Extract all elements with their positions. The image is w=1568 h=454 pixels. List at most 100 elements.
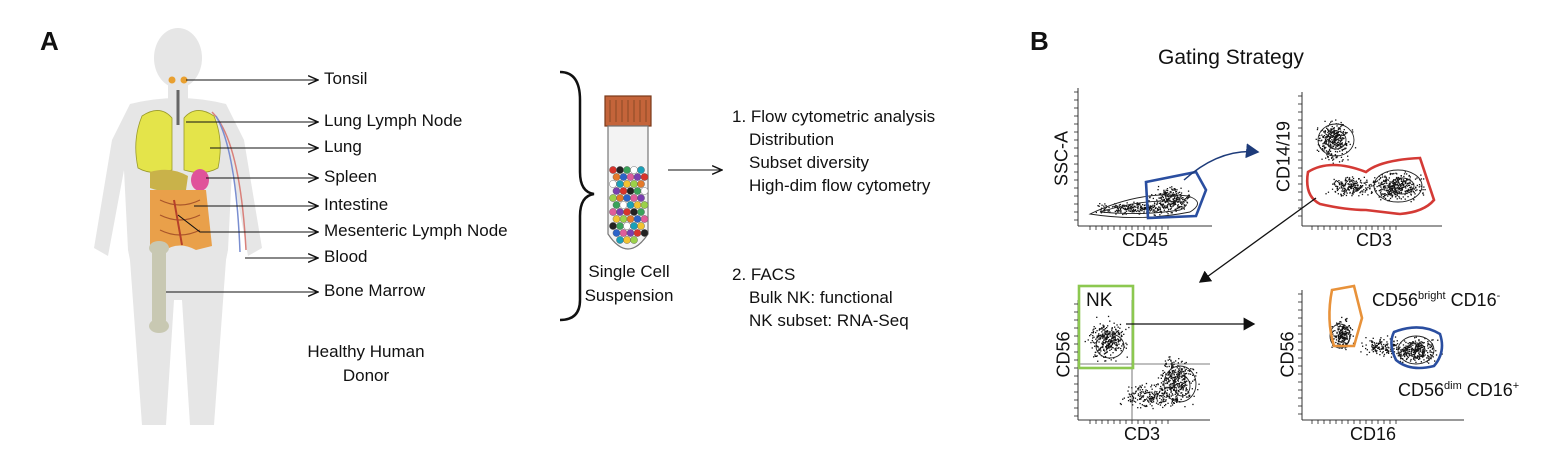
cytometry-event-dot [1149,393,1151,395]
cytometry-event-dot [1402,349,1404,352]
cytometry-event-dot [1145,389,1147,391]
cytometry-event-dot [1156,202,1159,204]
cytometry-event-dot [1137,206,1139,208]
cytometry-event-dot [1165,387,1167,389]
cytometry-event-dot [1102,337,1104,339]
cytometry-event-dot [1180,385,1183,387]
cytometry-event-dot [1351,329,1354,331]
cytometry-event-dot [1404,198,1406,200]
cytometry-event-dot [1137,389,1139,391]
cytometry-event-dot [1336,332,1338,334]
cytometry-event-dot [1153,394,1156,396]
cytometry-event-dot [1175,210,1177,212]
cytometry-event-dot [1168,379,1170,381]
cytometry-event-dot [1122,344,1124,346]
cytometry-event-dot [1339,136,1342,138]
cytometry-event-dot [1102,329,1104,331]
cytometry-event-dot [1400,189,1402,191]
cytometry-event-dot [1177,198,1179,201]
cytometry-event-dot [1340,194,1342,196]
cytometry-event-dot [1174,200,1176,202]
cytometry-event-dot [1321,129,1324,131]
cytometry-event-dot [1343,327,1345,329]
cytometry-event-dot [1378,185,1380,187]
cytometry-event-dot [1143,404,1145,407]
cytometry-event-dot [1331,331,1333,333]
cytometry-event-dot [1416,346,1419,348]
cytometry-event-dot [1152,401,1155,403]
cytometry-event-dot [1186,196,1188,199]
cytometry-event-dot [1420,355,1422,358]
cytometry-event-dot [1119,209,1122,211]
cytometry-event-dot [1179,196,1181,198]
cytometry-event-dot [1110,354,1112,356]
cytometry-event-dot [1173,197,1176,200]
cytometry-event-dot [1379,339,1381,341]
cytometry-event-dot [1393,188,1396,190]
cytometry-event-dot [1316,149,1318,151]
cytometry-event-dot [1172,376,1174,378]
cell-bead [640,215,649,223]
cytometry-event-dot [1163,392,1165,394]
cytometry-event-dot [1390,186,1392,188]
cytometry-event-dot [1341,333,1343,335]
cytometry-event-dot [1128,208,1130,210]
cytometry-event-dot [1090,342,1092,344]
cytometry-event-dot [1345,320,1348,322]
cytometry-event-dot [1107,210,1109,212]
cytometry-event-dot [1183,372,1185,374]
cytometry-event-dot [1369,186,1371,188]
cytometry-event-dot [1175,190,1178,193]
cytometry-event-dot [1177,380,1179,382]
cytometry-event-dot [1185,380,1187,382]
cytometry-event-dot [1140,396,1143,399]
cytometry-event-dot [1103,348,1105,350]
plot-4-x-label: CD16 [1350,424,1397,444]
cytometry-event-dot [1422,342,1424,344]
cytometry-event-dot [1163,206,1166,208]
cytometry-event-dot [1387,193,1389,196]
cytometry-event-dot [1331,136,1333,138]
cytometry-event-dot [1172,195,1175,197]
cytometry-event-dot [1427,342,1429,344]
cytometry-event-dot [1188,394,1190,397]
cytometry-event-dot [1399,184,1401,186]
cytometry-event-dot [1398,195,1400,198]
cytometry-event-dot [1386,182,1388,185]
cytometry-event-dot [1329,137,1331,139]
cytometry-event-dot [1420,361,1422,363]
cytometry-event-dot [1326,154,1328,156]
cytometry-event-dot [1177,379,1179,381]
cytometry-event-dot [1340,140,1342,142]
cytometry-event-dot [1346,329,1348,331]
cytometry-event-dot [1144,386,1146,388]
cytometry-event-dot [1096,316,1098,318]
cytometry-event-dot [1371,343,1373,346]
cytometry-event-dot [1148,398,1151,400]
cytometry-event-dot [1403,340,1406,342]
cytometry-event-dot [1383,180,1385,182]
organ-label-bone-marrow: Bone Marrow [324,281,426,300]
cytometry-event-dot [1362,191,1364,193]
cytometry-event-dot [1169,204,1172,206]
cytometry-event-dot [1385,343,1387,346]
cytometry-event-dot [1374,350,1376,352]
cytometry-event-dot [1122,343,1124,345]
cytometry-event-dot [1333,138,1335,140]
cytometry-event-dot [1414,351,1416,354]
cytometry-event-dot [1387,351,1389,353]
cytometry-event-dot [1328,130,1330,133]
cytometry-event-dot [1406,347,1408,349]
cytometry-event-dot [1129,401,1132,403]
cytometry-event-dot [1359,192,1361,194]
cytometry-event-dot [1391,191,1393,193]
cytometry-event-dot [1347,141,1350,143]
cytometry-event-dot [1330,121,1332,123]
cytometry-event-dot [1185,396,1188,398]
cytometry-event-dot [1421,353,1424,355]
cytometry-event-dot [1105,332,1107,334]
cytometry-event-dot [1161,196,1164,198]
cytometry-event-dot [1372,185,1375,187]
cytometry-event-dot [1345,177,1347,179]
cytometry-event-dot [1137,407,1139,409]
